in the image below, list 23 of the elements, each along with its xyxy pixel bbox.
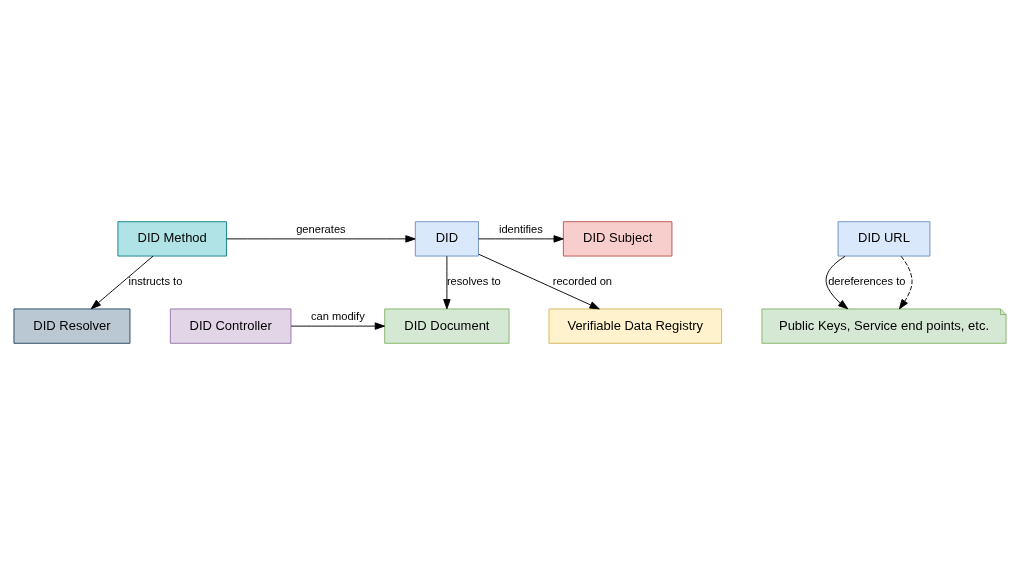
node-box: DID Document [384,308,510,344]
edge-label: instructs to [128,275,183,288]
node-box: DID Method [117,221,227,257]
node-box: DID Resolver [13,308,131,344]
edge-label: resolves to [446,275,501,288]
node-box: Verifiable Data Registry [548,308,723,344]
arrow [478,253,600,310]
arrow [226,235,416,243]
arrow [443,255,451,310]
edge-label: identifies [498,222,543,235]
arrow [90,255,154,310]
node-box: DID URL [837,221,931,257]
edge-label: recorded on [552,275,613,288]
edge-label: can modify [310,310,365,323]
edge-label: generates [296,222,346,235]
arrow [898,255,913,310]
arrow [290,322,385,330]
node-box: DID Subject [562,221,673,257]
arrow [478,235,564,243]
node-box: DID Controller [169,308,292,344]
node-box: DID [414,221,479,257]
edge-label: dereferences to [828,275,906,288]
arrow [825,255,849,310]
